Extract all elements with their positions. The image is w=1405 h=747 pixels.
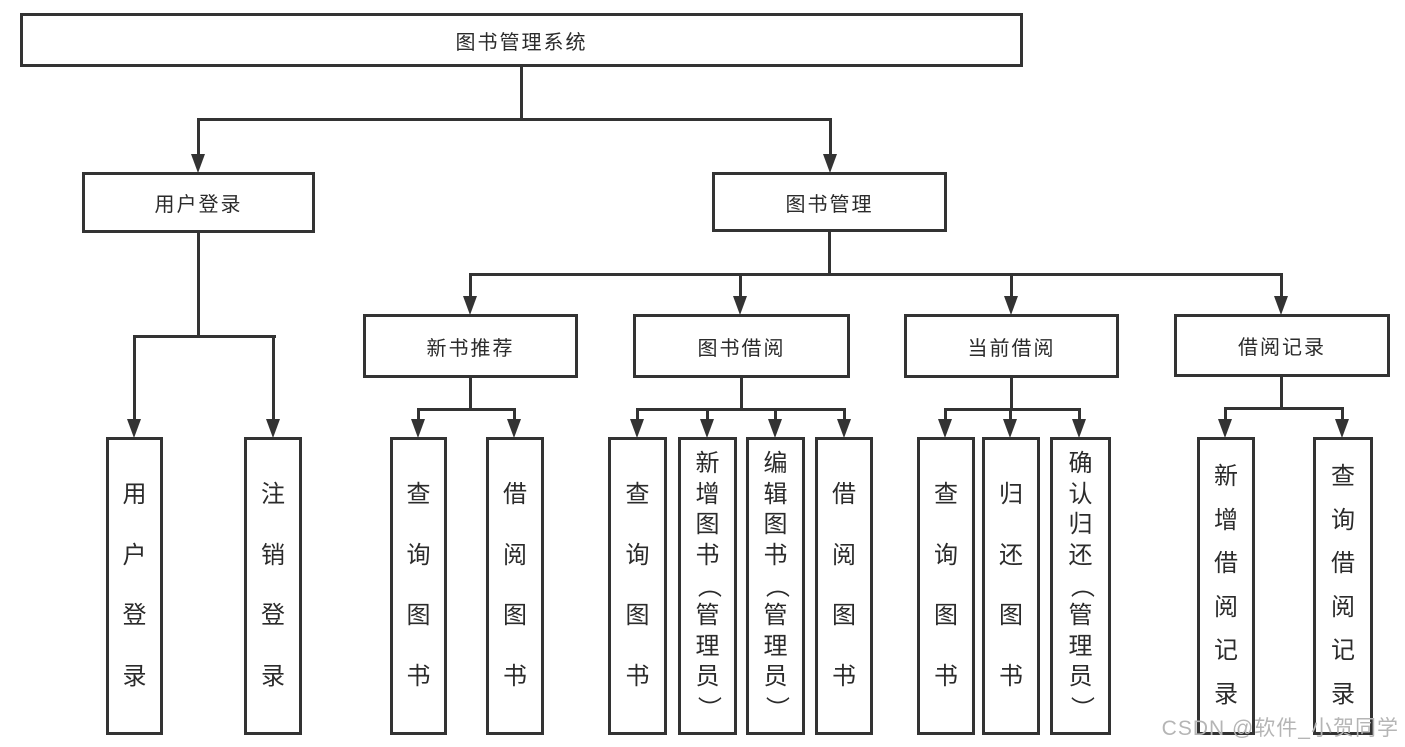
connector-line xyxy=(829,118,832,155)
node-root: 图书管理系统 xyxy=(20,13,1023,67)
node-user-login-label: 用户登录 xyxy=(154,194,243,216)
node-current-borrow-label: 当前借阅 xyxy=(967,337,1056,360)
connector-line xyxy=(1224,407,1344,410)
node-new-book-recommend: 新书推荐 xyxy=(363,314,578,378)
connector-line xyxy=(636,408,639,420)
connector-line xyxy=(1280,273,1283,297)
node-borrow-records: 借阅记录 xyxy=(1174,314,1390,377)
arrowhead-down-icon xyxy=(127,419,141,438)
connector-line xyxy=(469,273,1283,276)
leaf-cb-return-books: 归还图书 xyxy=(982,437,1040,735)
connector-line xyxy=(133,335,136,419)
connector-line xyxy=(1078,408,1081,420)
connector-line xyxy=(197,233,200,335)
leaf-br-query-record: 查询借阅记录 xyxy=(1313,437,1373,735)
connector-line xyxy=(843,408,846,420)
connector-line xyxy=(417,408,420,420)
connector-line xyxy=(133,335,276,338)
node-book-borrow: 图书借阅 xyxy=(633,314,850,378)
leaf-nbr-borrow-books-label: 借阅图书 xyxy=(503,480,527,691)
node-book-management-label: 图书管理 xyxy=(785,193,874,216)
leaf-br-add-record: 新增借阅记录 xyxy=(1197,437,1255,735)
connector-line xyxy=(740,378,743,408)
connector-line xyxy=(739,273,742,297)
arrowhead-down-icon xyxy=(938,419,952,438)
connector-line xyxy=(513,408,516,420)
connector-line xyxy=(197,118,200,155)
leaf-nbr-query-books-label: 查询图书 xyxy=(406,480,431,691)
leaf-user-login: 用户登录 xyxy=(106,437,163,735)
leaf-nbr-query-books: 查询图书 xyxy=(390,437,447,735)
node-user-login: 用户登录 xyxy=(82,172,315,233)
connector-line xyxy=(944,408,1081,411)
arrowhead-down-icon xyxy=(630,419,644,438)
leaf-cb-confirm-return-admin-label: 确认归还（管理员） xyxy=(1067,450,1095,720)
leaf-bb-edit-books-admin: 编辑图书（管理员） xyxy=(746,437,805,735)
connector-line xyxy=(1224,407,1227,420)
node-borrow-records-label: 借阅记录 xyxy=(1238,337,1326,359)
arrowhead-down-icon xyxy=(1274,296,1288,315)
leaf-cb-confirm-return-admin: 确认归还（管理员） xyxy=(1050,437,1111,735)
connector-line xyxy=(417,408,516,411)
connector-line xyxy=(774,408,777,420)
connector-line xyxy=(1009,408,1012,420)
arrowhead-down-icon xyxy=(1004,296,1018,315)
connector-line xyxy=(197,118,832,121)
connector-line xyxy=(1341,407,1344,420)
arrowhead-down-icon xyxy=(463,296,477,315)
leaf-nbr-borrow-books: 借阅图书 xyxy=(486,437,544,735)
leaf-bb-edit-books-admin-label: 编辑图书（管理员） xyxy=(762,450,790,720)
arrowhead-down-icon xyxy=(823,154,837,173)
csdn-watermark: CSDN @软件_小贺同学 xyxy=(1161,717,1399,740)
connector-line xyxy=(469,378,472,408)
connector-line xyxy=(1010,273,1013,297)
arrowhead-down-icon xyxy=(837,419,851,438)
leaf-bb-add-books-admin: 新增图书（管理员） xyxy=(678,437,737,735)
node-book-borrow-label: 图书借阅 xyxy=(697,337,786,360)
arrowhead-down-icon xyxy=(411,419,425,438)
connector-line xyxy=(706,408,709,420)
leaf-br-query-record-label: 查询借阅记录 xyxy=(1331,463,1355,708)
leaf-bb-borrow-books-label: 借阅图书 xyxy=(832,480,856,691)
node-book-management: 图书管理 xyxy=(712,172,947,232)
leaf-logout: 注销登录 xyxy=(244,437,302,735)
arrowhead-down-icon xyxy=(1003,419,1017,438)
leaf-bb-query-books: 查询图书 xyxy=(608,437,667,735)
leaf-logout-label: 注销登录 xyxy=(261,480,285,691)
connector-line xyxy=(636,408,846,411)
node-current-borrow: 当前借阅 xyxy=(904,314,1119,378)
arrowhead-down-icon xyxy=(733,296,747,315)
arrowhead-down-icon xyxy=(1218,419,1232,438)
connector-line xyxy=(520,67,523,118)
arrowhead-down-icon xyxy=(507,419,521,438)
leaf-bb-add-books-admin-label: 新增图书（管理员） xyxy=(694,450,722,720)
leaf-bb-borrow-books: 借阅图书 xyxy=(815,437,873,735)
arrowhead-down-icon xyxy=(266,419,280,438)
arrowhead-down-icon xyxy=(1072,419,1086,438)
leaf-br-add-record-label: 新增借阅记录 xyxy=(1214,463,1238,708)
connector-line xyxy=(944,408,947,420)
connector-line xyxy=(469,273,472,297)
node-new-book-recommend-label: 新书推荐 xyxy=(426,337,515,360)
node-root-label: 图书管理系统 xyxy=(455,31,588,54)
arrowhead-down-icon xyxy=(1335,419,1349,438)
connector-line xyxy=(1010,378,1013,408)
connector-line xyxy=(828,232,831,273)
arrowhead-down-icon xyxy=(191,154,205,173)
arrowhead-down-icon xyxy=(700,419,714,438)
connector-line xyxy=(272,335,275,419)
connector-line xyxy=(1280,377,1283,408)
leaf-cb-query-books: 查询图书 xyxy=(917,437,975,735)
leaf-bb-query-books-label: 查询图书 xyxy=(625,480,650,691)
arrowhead-down-icon xyxy=(768,419,782,438)
leaf-cb-query-books-label: 查询图书 xyxy=(934,480,958,691)
leaf-cb-return-books-label: 归还图书 xyxy=(999,480,1023,691)
leaf-user-login-label: 用户登录 xyxy=(122,480,147,691)
